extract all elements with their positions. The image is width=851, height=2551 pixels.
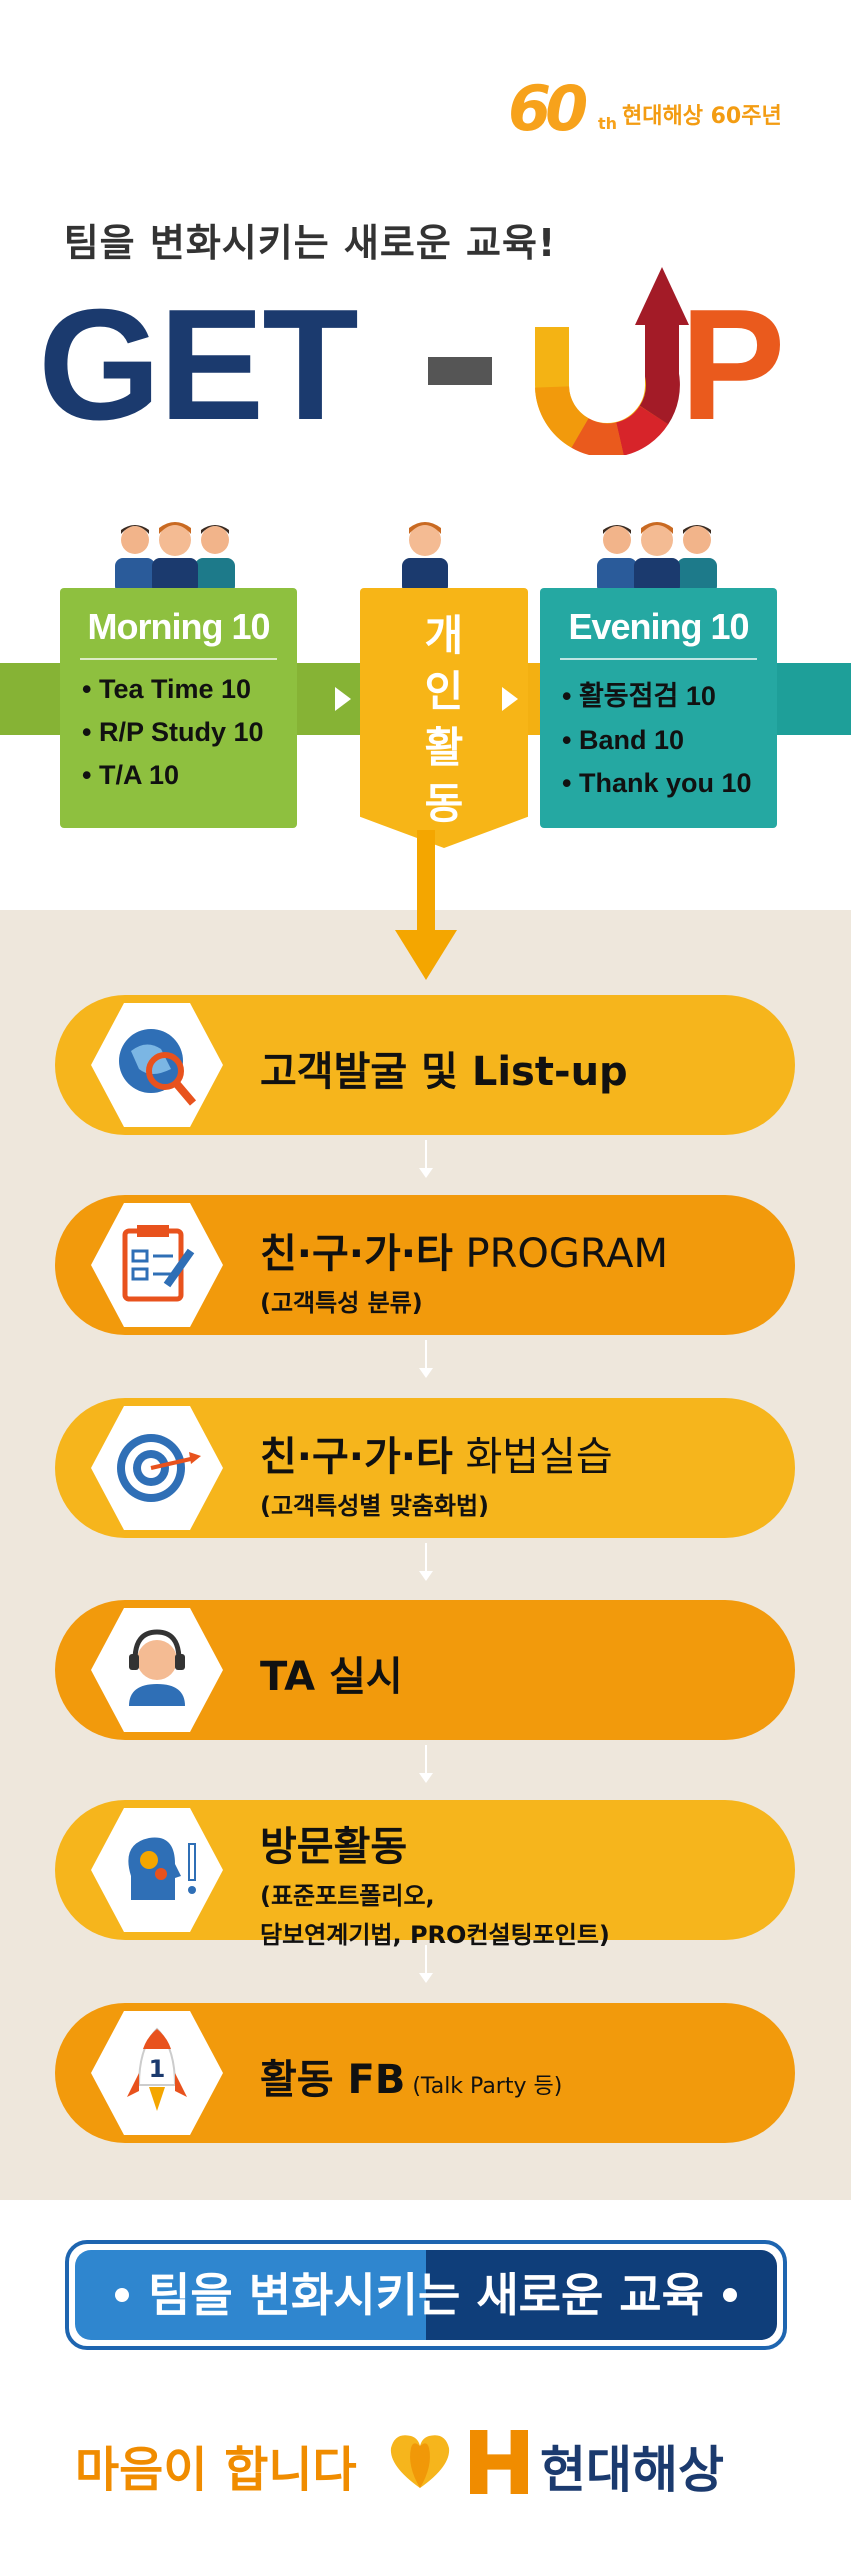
personal-activity-box: 개 인 활 동 <box>360 588 528 848</box>
clipboard-pencil-icon <box>91 1202 223 1328</box>
headline-subtitle: 팀을 변화시키는 새로운 교육! <box>63 221 557 265</box>
morning-title: Morning 10 <box>87 606 270 647</box>
morning-box: Morning 10 • Tea Time 10 • R/P Study 10 … <box>60 588 297 828</box>
step-activity-fb: 1 활동 FB (Talk Party 등) <box>55 2003 795 2143</box>
evening-title: Evening 10 <box>568 606 749 647</box>
footer-tagline: 마음이 합니다 <box>75 2442 357 2498</box>
down-arrow-icon <box>395 830 457 980</box>
bullet-dot <box>723 2288 737 2302</box>
brand-logo-icon <box>470 2430 528 2494</box>
title-get: GET <box>38 277 359 453</box>
step-friend-program: 친·구·가·타 PROGRAM (고객특성 분류) <box>55 1195 795 1335</box>
up-arrow-icon <box>535 267 689 455</box>
headset-agent-icon <box>91 1607 223 1733</box>
slogan-text: 팀을 변화시키는 새로운 교육 <box>148 2268 704 2322</box>
morning-list: • Tea Time 10 • R/P Study 10 • T/A 10 <box>60 674 297 791</box>
anniversary-logo: 60 th 현대해상 60주년 <box>500 72 800 145</box>
divider <box>560 658 757 660</box>
anniversary-text: 현대해상 60주년 <box>622 104 782 129</box>
list-item: • R/P Study 10 <box>82 717 264 747</box>
down-arrow-small-icon <box>419 1745 433 1783</box>
step-ta: TA 실시 <box>55 1600 795 1740</box>
evening-box: Evening 10 • 활동점검 10 • Band 10 • Thank y… <box>540 588 777 828</box>
arrow-right-icon <box>502 687 518 711</box>
strip-mid-left <box>290 663 370 735</box>
down-arrow-small-icon <box>419 1140 433 1178</box>
down-arrow-small-icon <box>419 1340 433 1378</box>
strip-right <box>771 663 851 735</box>
slogan-inner: 팀을 변화시키는 새로운 교육 <box>75 2250 777 2340</box>
down-arrow-small-icon <box>419 1543 433 1581</box>
bullet-dot <box>115 2288 129 2302</box>
svg-text:1: 1 <box>149 2055 166 2083</box>
target-dart-icon <box>91 1405 223 1531</box>
step-title: 친·구·가·타 화법실습 <box>260 1434 613 1480</box>
list-item: • 활동점검 10 <box>562 681 716 711</box>
step-title: 고객발굴 및 List-up <box>260 1049 628 1095</box>
step-title: 친·구·가·타 PROGRAM <box>260 1231 668 1277</box>
arrow-right-icon <box>335 687 351 711</box>
personal-activity-text: 개 인 활 동 <box>424 611 464 828</box>
footer-brand: 현대해상 <box>540 2441 724 2499</box>
title-p: P <box>680 277 786 453</box>
head-gears-icon <box>91 1807 223 1933</box>
team-people-icon <box>597 522 717 594</box>
step-subtitle: (표준포트폴리오, <box>260 1882 435 1910</box>
slogan-banner: 팀을 변화시키는 새로운 교육 <box>65 2240 787 2350</box>
step-title: 활동 FB (Talk Party 등) <box>260 2057 563 2103</box>
step-customer-discovery: 고객발굴 및 List-up <box>55 995 795 1135</box>
step-visit: 방문활동 (표준포트폴리오, 담보연계기법, PRO컨설팅포인트) <box>55 1800 795 1949</box>
divider <box>80 658 277 660</box>
step-title: 방문활동 <box>260 1824 408 1870</box>
list-item: • Tea Time 10 <box>82 674 252 704</box>
step-subtitle: (고객특성 분류) <box>260 1289 423 1317</box>
step-speech-practice: 친·구·가·타 화법실습 (고객특성별 맞춤화법) <box>55 1398 795 1538</box>
anniversary-suffix: th <box>598 114 618 133</box>
title-dash <box>428 357 492 385</box>
step-subtitle-2: 담보연계기법, PRO컨설팅포인트) <box>260 1921 610 1949</box>
list-item: • Band 10 <box>562 725 685 755</box>
evening-list: • 활동점검 10 • Band 10 • Thank you 10 <box>540 674 777 799</box>
heart-icon <box>390 2435 450 2488</box>
down-arrow-small-icon <box>419 1945 433 1983</box>
list-item: • Thank you 10 <box>562 768 752 798</box>
list-item: • T/A 10 <box>82 760 179 790</box>
step-title: TA 실시 <box>260 1654 403 1700</box>
anniversary-number: 60 <box>508 72 588 145</box>
globe-magnifier-icon <box>91 1002 223 1128</box>
person-icon <box>402 522 448 594</box>
step-subtitle: (고객특성별 맞춤화법) <box>260 1492 490 1520</box>
rocket-icon: 1 <box>91 2010 223 2136</box>
get-up-title: GET P <box>0 255 851 455</box>
team-people-icon <box>115 522 235 594</box>
footer: 마음이 합니다 현대해상 <box>0 2418 851 2508</box>
